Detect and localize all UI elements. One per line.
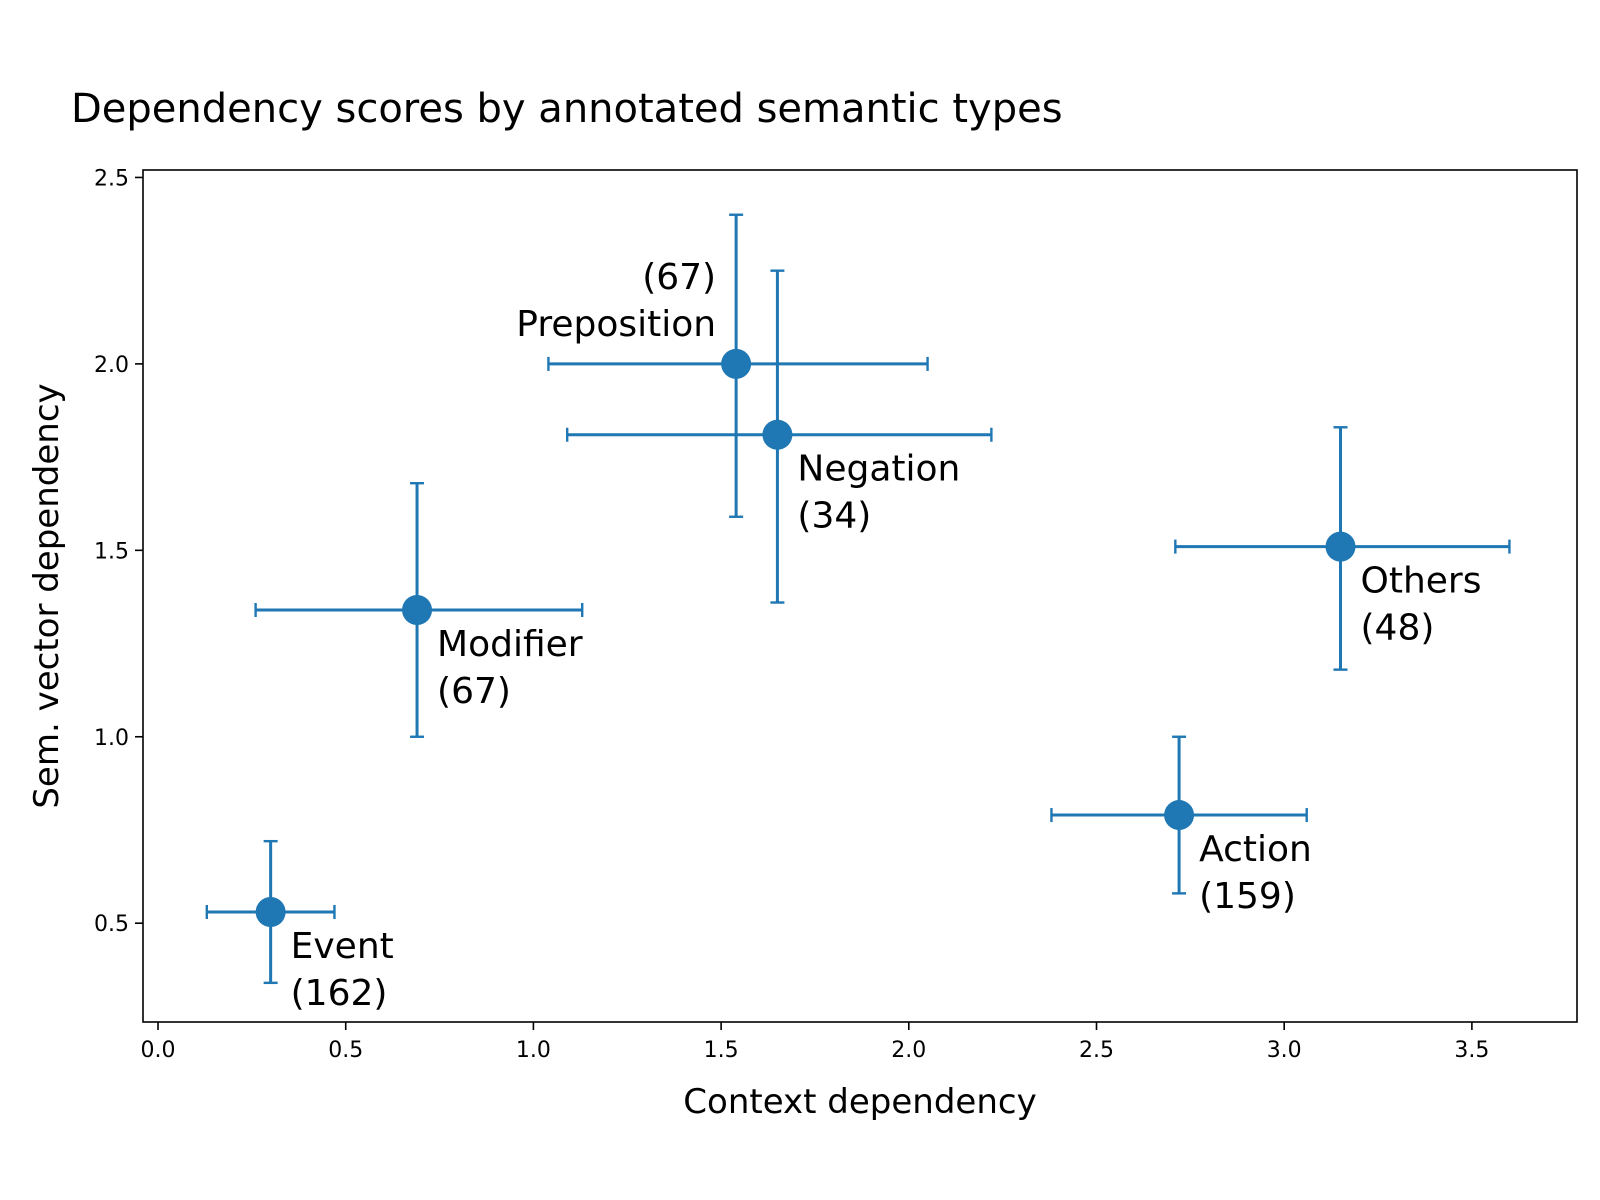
y-tick-label: 1.5 (94, 539, 129, 564)
data-point-marker (721, 348, 752, 379)
point-count-label: (67) (437, 671, 511, 712)
data-point-marker (255, 897, 286, 928)
data-point-marker (1164, 800, 1195, 831)
x-tick-label: 1.5 (704, 1038, 739, 1063)
x-tick-label: 1.0 (516, 1038, 551, 1063)
point-name-label: Others (1361, 561, 1482, 602)
data-point-group: Event (162) (205, 839, 394, 1014)
data-point-group: Negation (34) (565, 269, 993, 604)
point-name-label: Modifier (437, 624, 583, 665)
point-name-label: Preposition (516, 304, 716, 345)
y-tick-label: 1.0 (94, 726, 129, 751)
data-point-group: Action (159) (1050, 735, 1312, 917)
x-tick-label: 0.5 (328, 1038, 363, 1063)
point-name-label: Event (291, 926, 394, 967)
point-count-label: (159) (1199, 876, 1296, 917)
x-axis: 0.0 0.5 1.0 1.5 2.0 2.5 3.0 3.5 (141, 1022, 1489, 1063)
x-axis-title: Context dependency (683, 1082, 1036, 1122)
data-point-group: Others (48) (1174, 426, 1511, 671)
data-series: Event(162)Modifier(67)(67)PrepositionNeg… (205, 213, 1511, 1014)
point-count-label: (34) (797, 496, 871, 537)
x-tick-label: 3.5 (1454, 1038, 1489, 1063)
point-name-label: Action (1199, 829, 1312, 870)
x-tick-label: 0.0 (141, 1038, 176, 1063)
point-count-label: (162) (291, 973, 388, 1014)
point-count-label: (48) (1361, 608, 1435, 649)
data-point-marker (762, 419, 793, 450)
y-axis: 0.5 1.0 1.5 2.0 2.5 (94, 166, 143, 937)
y-tick-label: 0.5 (94, 912, 129, 937)
chart-title: Dependency scores by annotated semantic … (71, 86, 1063, 132)
data-point-marker (402, 594, 433, 625)
y-axis-title: Sem. vector dependency (27, 383, 67, 808)
y-tick-label: 2.5 (94, 166, 129, 191)
data-point-marker (1325, 531, 1356, 562)
plot-area-frame (142, 169, 1578, 1023)
point-name-label: Negation (797, 449, 960, 490)
x-tick-label: 3.0 (1267, 1038, 1302, 1063)
data-point-group: (67) Preposition (516, 213, 929, 518)
x-tick-label: 2.0 (891, 1038, 926, 1063)
point-count-label: (67) (642, 257, 716, 298)
y-tick-label: 2.0 (94, 353, 129, 378)
data-point-group: Modifier (67) (254, 482, 584, 738)
x-tick-label: 2.5 (1079, 1038, 1114, 1063)
